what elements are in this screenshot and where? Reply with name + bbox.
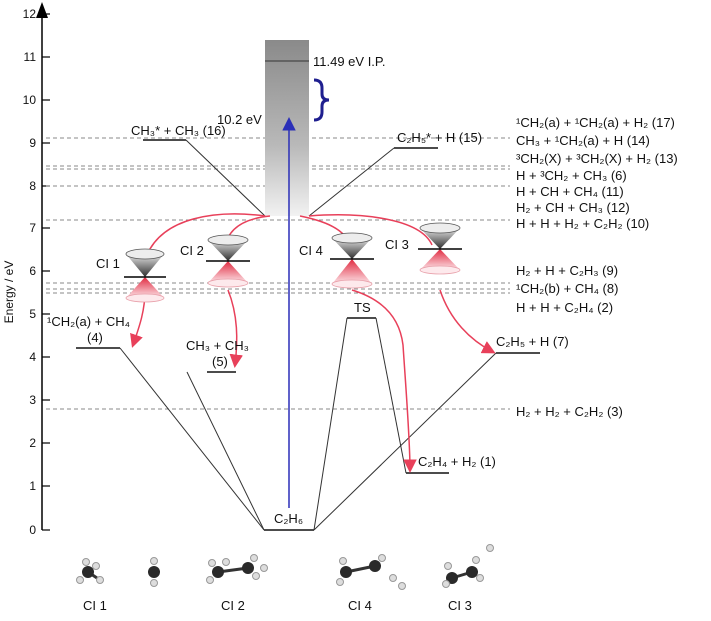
ts-label: TS: [354, 300, 371, 315]
c2h5-h-label: C₂H₅ + H (7): [496, 334, 569, 349]
bottom-ci2-label: CI 2: [221, 598, 245, 613]
tick-label: 4: [29, 350, 36, 364]
brace-icon: [313, 78, 330, 122]
y-axis: 0 1 2 3 4 5 6 7 8 9 10 11 12 Energy / eV: [2, 2, 50, 537]
tick-label: 10: [23, 93, 37, 107]
tick-label: 9: [29, 136, 36, 150]
ci-3: CI 3: [385, 222, 462, 275]
ci-2-label: CI 2: [180, 243, 204, 258]
correlation-lines: [119, 139, 497, 531]
limit-2: H + H + C₂H₄ (2): [516, 300, 613, 315]
ch3-ch3-label-line2: (5): [212, 354, 228, 369]
energy-levels: [76, 139, 540, 531]
ch3-ch3-label-line1: CH₃ + CH₃: [186, 338, 249, 353]
ci-1: CI 1: [96, 248, 166, 303]
limit-9: H₂ + H + C₂H₃ (9): [516, 263, 618, 278]
tick-label: 7: [29, 221, 36, 235]
molecule-ci1-b: [148, 557, 160, 587]
limit-8: ¹CH₂(b) + CH₄ (8): [516, 281, 618, 296]
c2h4-h2-label: C₂H₄ + H₂ (1): [418, 454, 496, 469]
axis-arrow-icon: [36, 2, 48, 18]
limit-10: H + H + H₂ + C₂H₂ (10): [516, 216, 649, 231]
tick-label: 3: [29, 393, 36, 407]
decay-pathways: [130, 213, 496, 473]
ci-4: CI 4: [299, 232, 374, 289]
tick-label: 8: [29, 179, 36, 193]
bottom-ci1-label: CI 1: [83, 598, 107, 613]
y-axis-label: Energy / eV: [2, 261, 16, 324]
excitation-arrow: 10.2 eV: [217, 112, 296, 508]
limit-17: ¹CH₂(a) + ¹CH₂(a) + H₂ (17): [516, 115, 675, 130]
molecule-ci3: [442, 544, 494, 588]
limit-13: ³CH₂(X) + ³CH₂(X) + H₂ (13): [516, 151, 678, 166]
limit-3: H₂ + H₂ + C₂H₂ (3): [516, 404, 623, 419]
excitation-energy-label: 10.2 eV: [217, 112, 262, 127]
ch3star-label: CH₃* + CH₃ (16): [131, 123, 226, 138]
ci-1-label: CI 1: [96, 256, 120, 271]
bottom-ci3-label: CI 3: [448, 598, 472, 613]
limit-6: H + ³CH₂ + CH₃ (6): [516, 168, 627, 183]
tick-label: 0: [29, 523, 36, 537]
species-labels: C₂H₆ ¹CH₂(a) + CH₄ (4) CH₃ + CH₃ (5) C₂H…: [47, 123, 569, 526]
c2h6-label: C₂H₆: [274, 511, 303, 526]
limit-11: H + CH + CH₄ (11): [516, 184, 624, 199]
tick-label: 11: [24, 50, 37, 64]
tick-label: 12: [23, 7, 37, 21]
dissociation-limit-labels: ¹CH₂(a) + ¹CH₂(a) + H₂ (17) CH₃ + ¹CH₂(a…: [516, 115, 678, 419]
tick-label: 6: [29, 264, 36, 278]
molecule-ci4: [336, 554, 406, 590]
ci-4-label: CI 4: [299, 243, 323, 258]
c2h5star-label: C₂H₅* + H (15): [397, 130, 482, 145]
excitation-band: 11.49 eV I.P.: [265, 40, 386, 216]
bottom-ci-labels: CI 1 CI 2 CI 4 CI 3: [83, 598, 472, 613]
limit-14: CH₃ + ¹CH₂(a) + H (14): [516, 133, 650, 148]
bottom-ci4-label: CI 4: [348, 598, 372, 613]
tick-label: 1: [29, 479, 36, 493]
ci-3-label: CI 3: [385, 237, 409, 252]
ch2a-ch4-label-line1: ¹CH₂(a) + CH₄: [47, 314, 130, 329]
tick-label: 2: [29, 436, 36, 450]
tick-label: 5: [29, 307, 36, 321]
ci-2: CI 2: [180, 234, 250, 288]
molecule-ci1: [76, 558, 104, 584]
ch2a-ch4-label-line2: (4): [87, 330, 103, 345]
limit-12: H₂ + CH + CH₃ (12): [516, 200, 630, 215]
molecule-ci2: [206, 554, 268, 584]
ionization-label: 11.49 eV I.P.: [313, 54, 386, 69]
